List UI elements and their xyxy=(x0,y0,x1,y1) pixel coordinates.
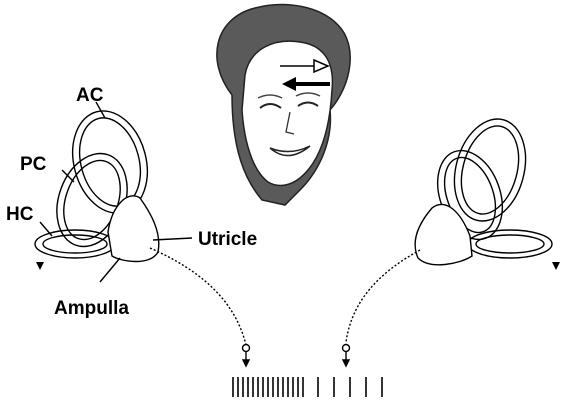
label-ampulla: Ampulla xyxy=(54,299,129,318)
right-spike-train xyxy=(318,377,382,397)
right-horizontal-canal xyxy=(468,230,552,258)
label-hc: HC xyxy=(6,205,33,224)
label-ac: AC xyxy=(76,86,103,105)
left-spike-train xyxy=(233,377,303,397)
face-illustration xyxy=(217,5,350,205)
label-pc: PC xyxy=(20,155,46,174)
left-horizontal-canal xyxy=(35,230,115,258)
right-inner-ear xyxy=(343,111,561,366)
right-utricle xyxy=(415,204,472,264)
label-utricle: Utricle xyxy=(198,230,257,249)
